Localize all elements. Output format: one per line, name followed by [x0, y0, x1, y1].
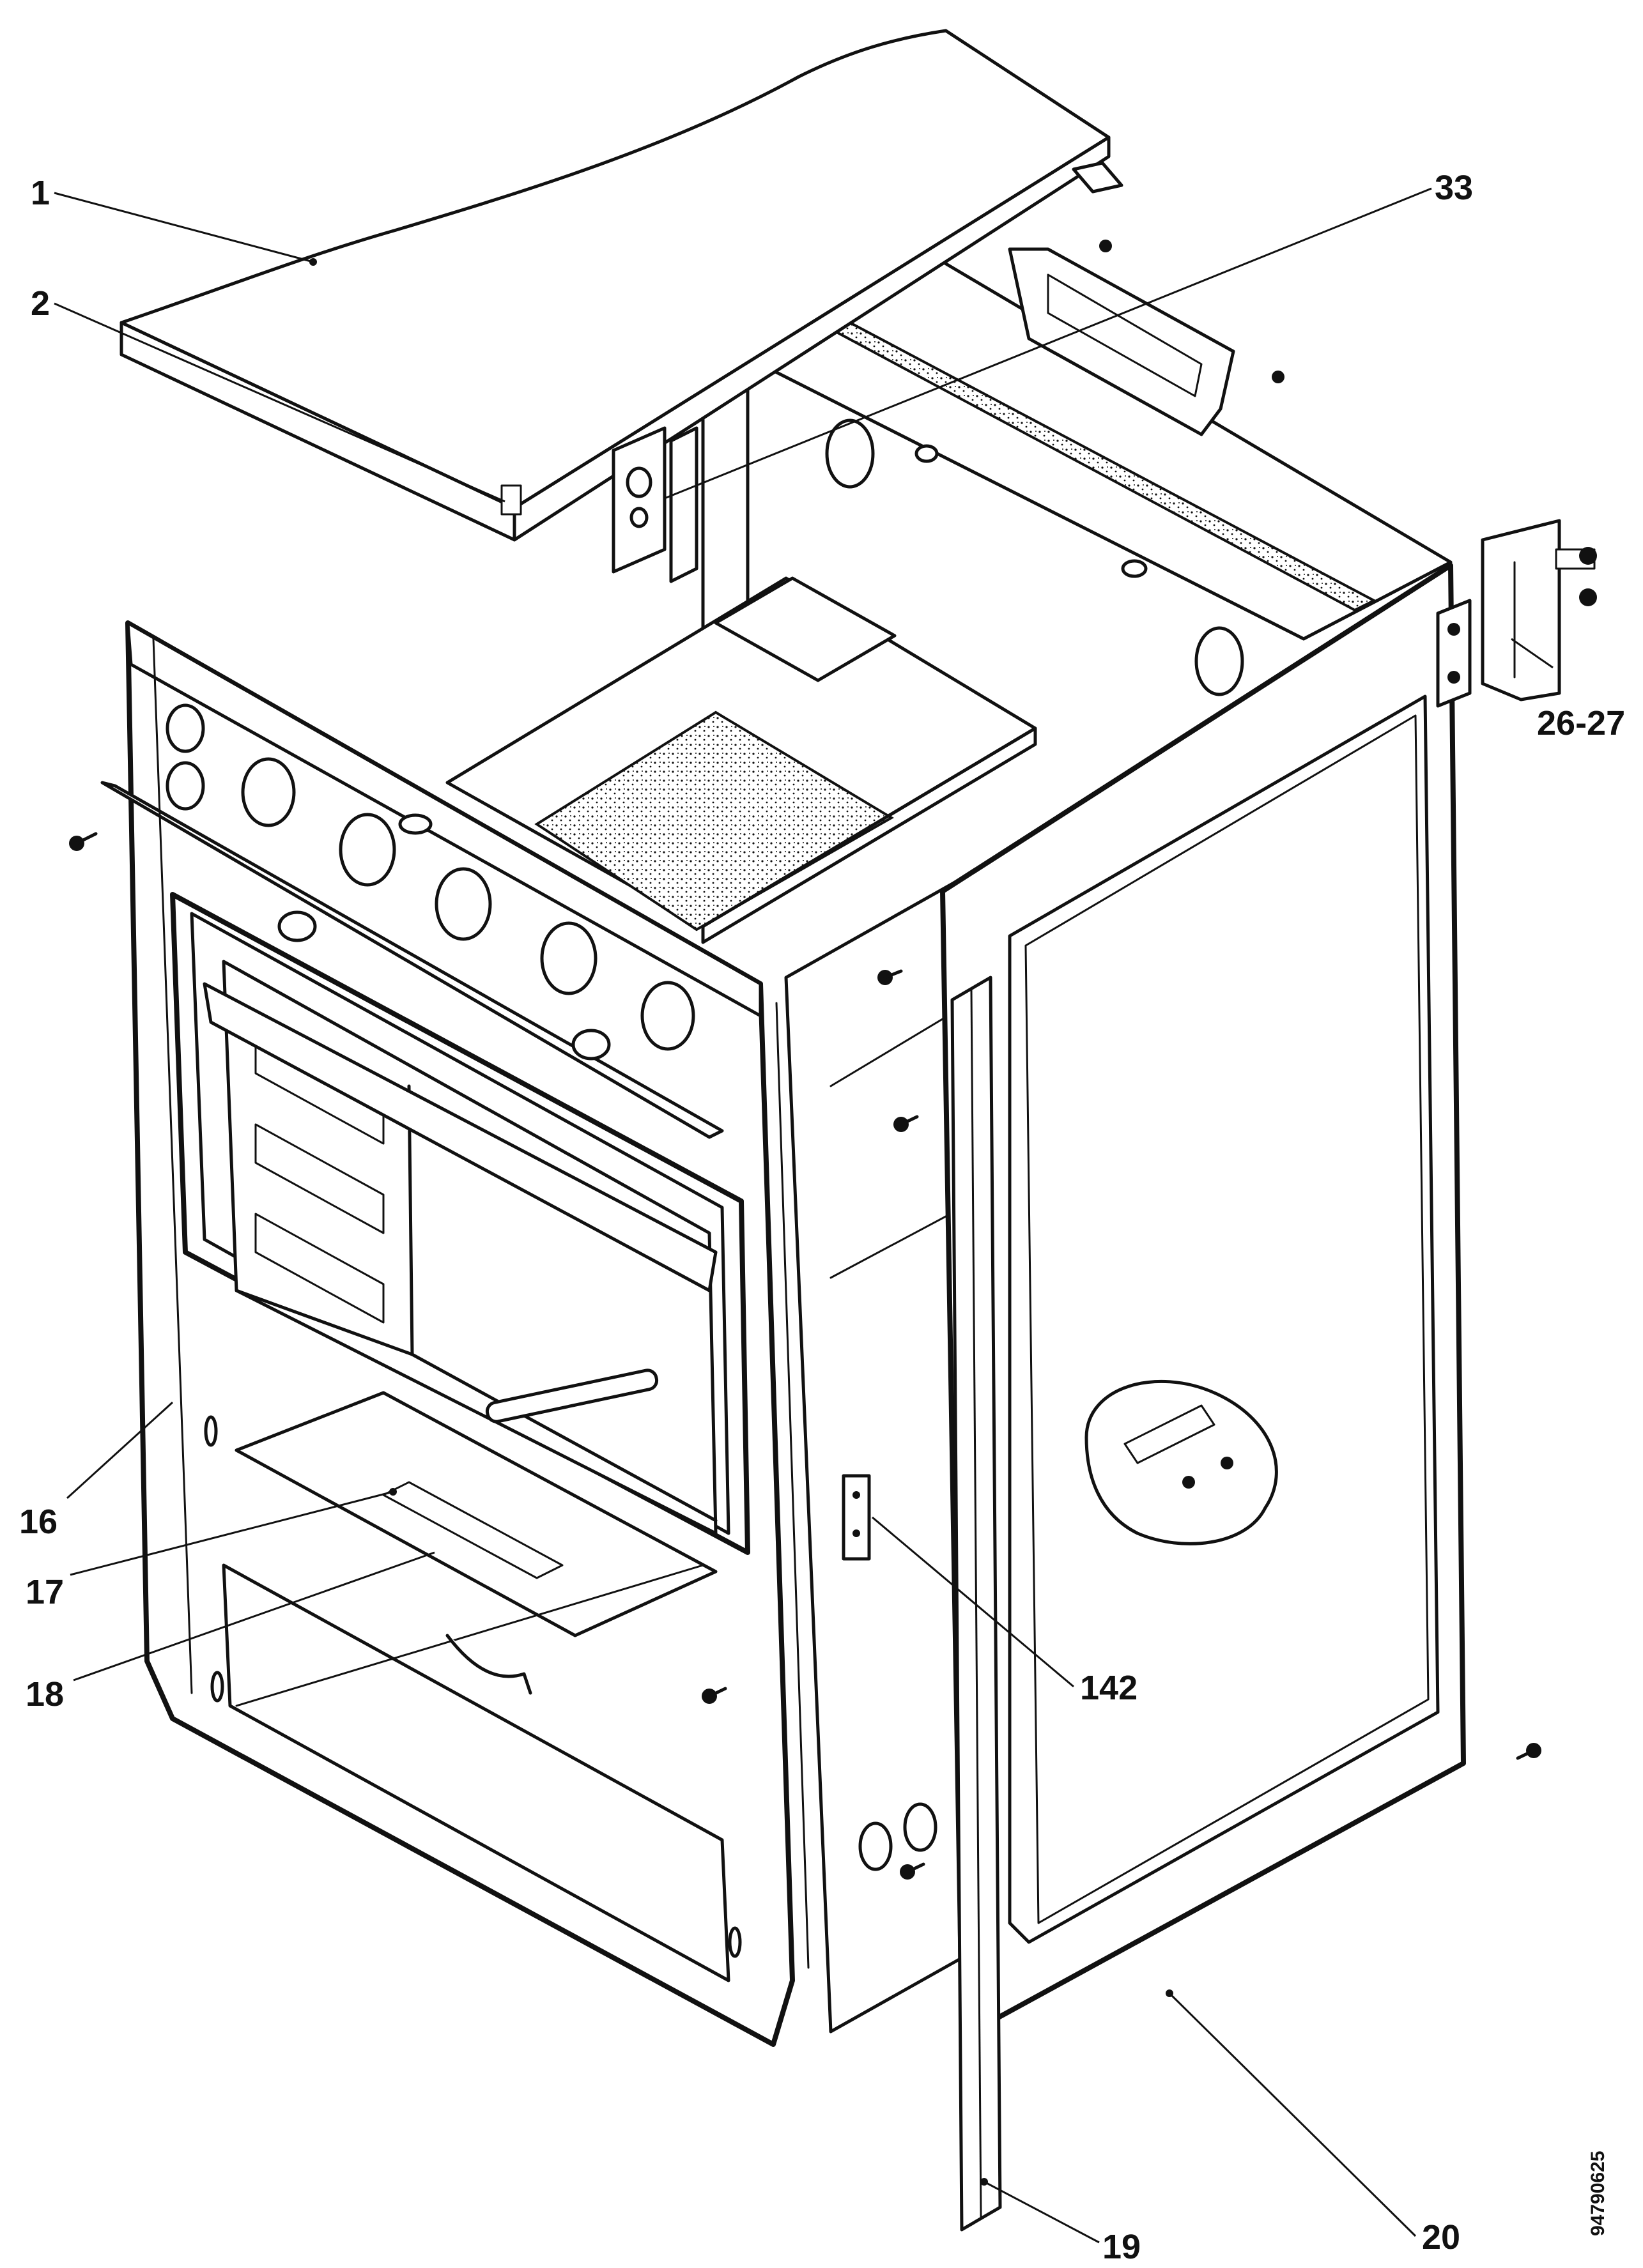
callout-20: 20	[1422, 2218, 1460, 2257]
document-code: 94790625	[1587, 2151, 1608, 2236]
callout-33: 33	[1435, 169, 1473, 207]
rear-top-bracket	[1008, 240, 1284, 436]
callout-18: 18	[26, 1675, 64, 1713]
callout-142: 142	[1080, 1669, 1138, 1707]
screw-icon	[702, 1687, 727, 1704]
screw-icon	[1516, 1743, 1541, 1760]
callout-17: 17	[26, 1573, 64, 1611]
callout-19: 19	[1102, 2228, 1141, 2266]
screw-icon	[900, 1862, 925, 1880]
front-frame	[100, 620, 871, 2047]
callout-2: 2	[31, 284, 50, 323]
screw-icon	[877, 969, 903, 985]
screws	[69, 832, 1541, 1880]
center-bracket	[612, 426, 698, 583]
callout-1: 1	[31, 174, 50, 212]
callout-16: 16	[19, 1503, 58, 1541]
screw-icon	[893, 1115, 919, 1132]
leader-lines	[54, 187, 1554, 2244]
side-panel	[940, 563, 1472, 2028]
screw-icon	[69, 832, 98, 851]
callout-26-27: 26-27	[1537, 704, 1625, 742]
hinge-bracket	[1481, 519, 1597, 701]
callouts: 1 2 33 26-27 16 17 18 142 19 20	[19, 169, 1625, 2266]
